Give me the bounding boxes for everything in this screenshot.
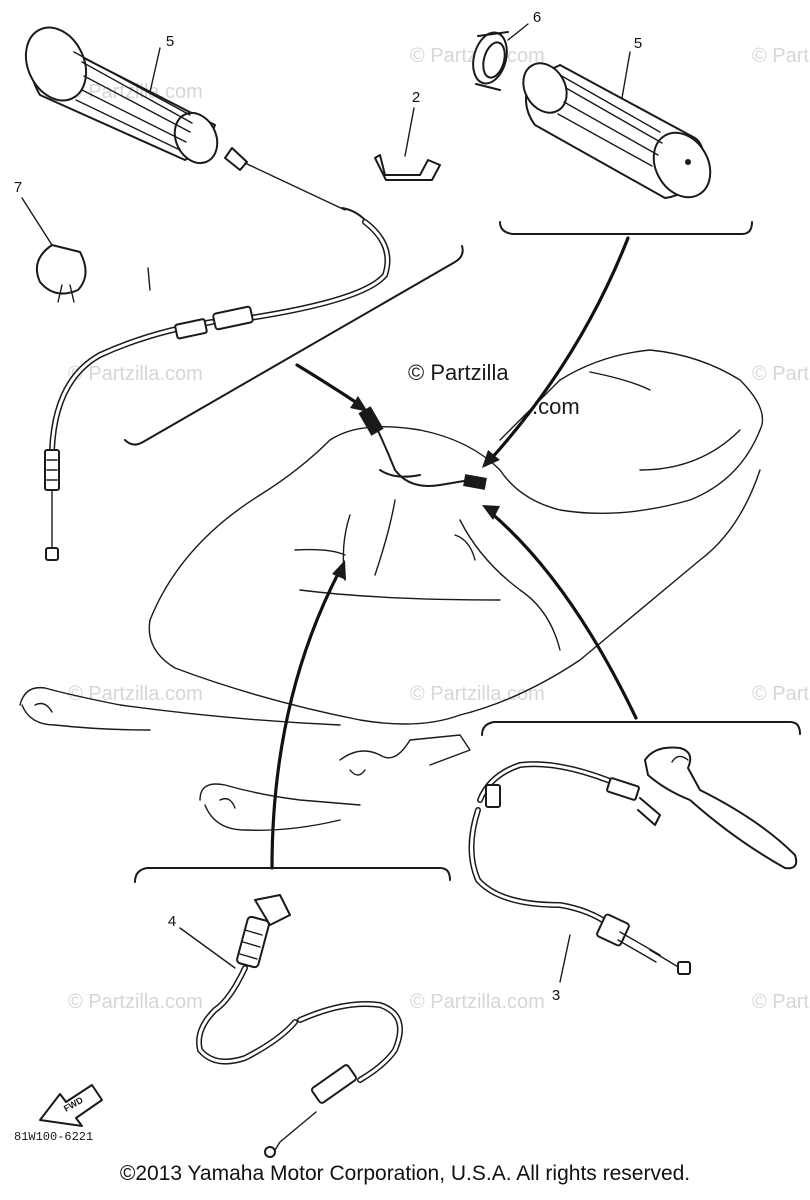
callout-grip-left: 5 [166,33,174,50]
group-bracket-right-lower [481,721,801,736]
snowmobile-outline [19,349,764,831]
watermark-layer: © Partzilla.com © Partzilla.com © Partzi… [68,45,810,1013]
watermark: © Partzilla.com [752,363,810,385]
part-starter-cable[interactable] [179,894,403,1158]
part-band[interactable] [21,197,87,303]
copyright-footer: ©2013 Yamaha Motor Corporation, U.S.A. A… [119,1162,691,1185]
callout-band: 7 [14,179,22,196]
callout-grip-right: 5 [634,35,642,52]
watermark: © Partzilla.com [752,45,810,67]
group-bracket-left [124,245,464,446]
fwd-label: FWD [62,1095,85,1114]
watermark: © Partzilla.com [410,991,545,1013]
watermark: © Partzilla.com [68,991,203,1013]
pointer-arrows [270,236,638,870]
diagram-code: 81W100-6221 [14,1130,93,1144]
watermark: © Partzilla.com [68,363,203,385]
callout-clip: 2 [412,89,420,106]
part-grip-right[interactable] [515,51,722,207]
callout-collar: 6 [533,9,541,26]
handlebar-area [358,406,487,490]
watermark: © Partzilla.com [410,683,545,705]
fwd-arrow-icon: FWD [39,1084,103,1127]
watermark: © Partzilla.com [752,991,810,1013]
center-copyright-mark: © Partzilla [408,360,509,385]
watermark: © Partzilla.com [68,683,203,705]
group-bracket-bottom [134,867,451,883]
callout-choke-cable: 3 [552,987,560,1004]
group-bracket-right [499,221,753,235]
part-throttle-cable[interactable] [44,147,391,561]
part-collar[interactable] [468,23,529,91]
callout-starter-cable: 4 [168,913,176,930]
part-clip[interactable] [374,107,441,181]
part-choke-cable[interactable] [468,746,798,983]
watermark: © Partzilla.com [752,683,810,705]
part-grip-left[interactable] [15,18,226,170]
